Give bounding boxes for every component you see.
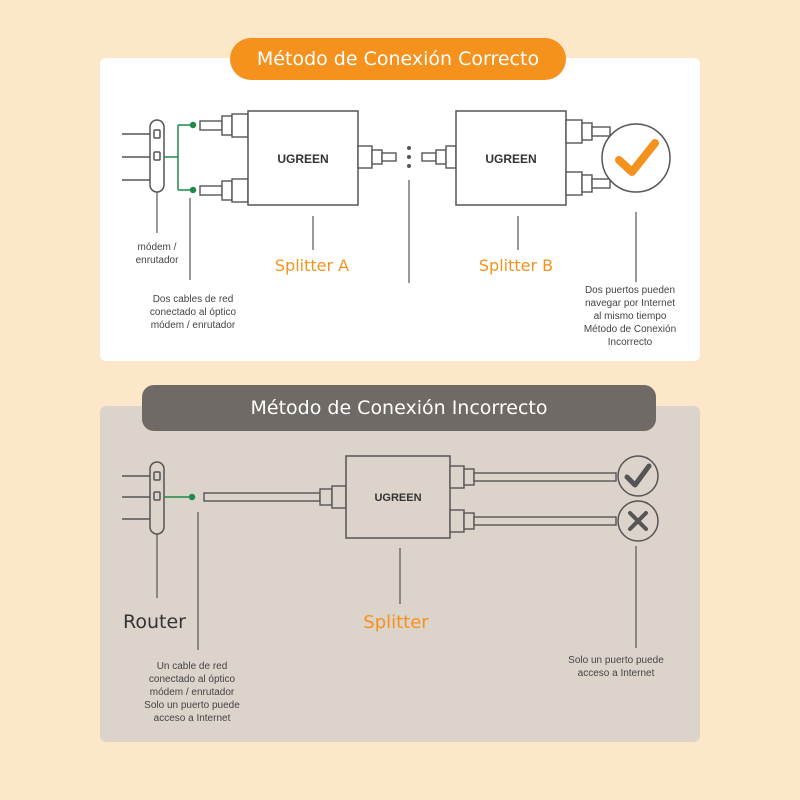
splitter-b-output-plugs [565, 119, 611, 196]
top-cable-note: Dos cables de red conectado al óptico mó… [149, 294, 237, 331]
bottom-result-note: Solo un puerto puede acceso a Internet [568, 655, 664, 679]
bottom-leader-lines [156, 512, 637, 650]
splitter-b-brand: UGREEN [485, 152, 536, 166]
incorrect-method-title: Método de Conexión Incorrecto [142, 385, 656, 431]
bottom-splitter-label: Splitter [363, 612, 429, 633]
bottom-splitter-brand: UGREEN [374, 492, 421, 504]
cross-icon [617, 500, 659, 542]
splitter-b-input-plug [421, 145, 457, 169]
bottom-splitter-box [345, 455, 451, 539]
top-modem-label: módem / enrutador [135, 242, 179, 266]
bottom-output-cables [449, 465, 617, 533]
bottom-cable-note: Un cable de red conectado al óptico móde… [144, 661, 240, 724]
top-result-note: Dos puertos pueden navegar por Internet … [583, 285, 677, 348]
check-icon [601, 123, 671, 193]
link-dots [407, 146, 411, 168]
splitter-a-input-plugs [199, 113, 249, 203]
router-label: Router [123, 611, 186, 633]
top-green-cables [164, 121, 197, 194]
splitter-b-label: Splitter B [478, 256, 554, 275]
bottom-input-cable [203, 485, 347, 509]
correct-method-title: Método de Conexión Correcto [230, 38, 566, 80]
splitter-a-brand: UGREEN [277, 152, 328, 166]
splitter-a-label: Splitter A [274, 256, 350, 275]
bottom-router [122, 461, 165, 535]
bottom-green-cable [164, 493, 196, 501]
check-icon [617, 455, 659, 497]
correct-method-panel [100, 58, 700, 361]
top-leader-lines [156, 180, 637, 283]
splitter-b-box [455, 110, 567, 206]
top-modem [122, 119, 165, 193]
splitter-a-output-plug [357, 145, 397, 169]
